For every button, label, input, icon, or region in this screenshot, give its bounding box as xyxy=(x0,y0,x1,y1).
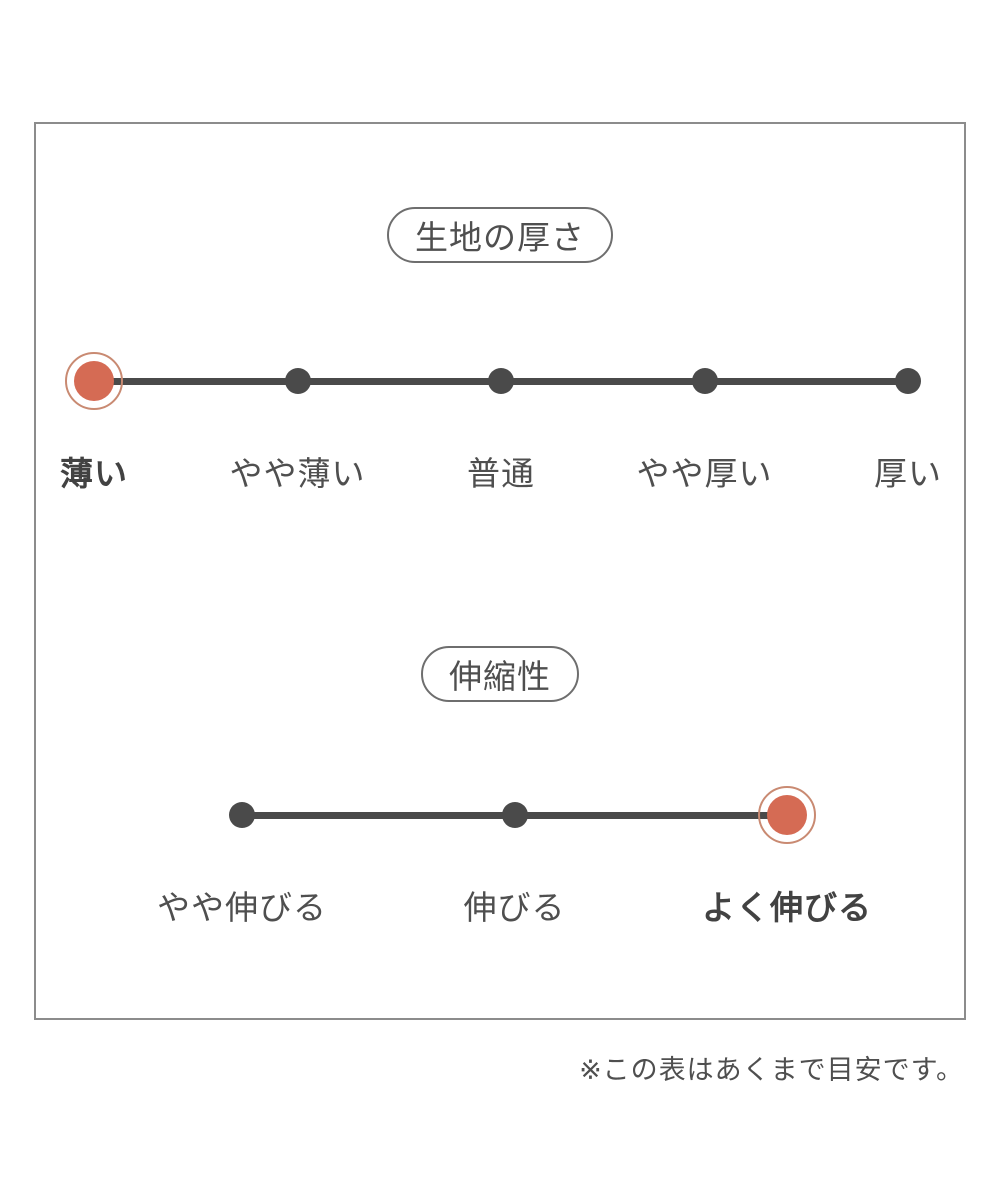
selected-level-ring xyxy=(758,786,816,844)
level-dot xyxy=(488,368,514,394)
level-label: 普通 xyxy=(467,454,535,493)
level-dot xyxy=(229,802,255,828)
level-label: やや厚い xyxy=(636,454,773,493)
level-label: よく伸びる xyxy=(702,888,872,927)
level-label: 薄い xyxy=(60,454,128,493)
level-label: 伸びる xyxy=(463,888,566,927)
thickness-title: 生地の厚さ xyxy=(415,218,585,257)
level-dot xyxy=(691,368,718,394)
stretch-scale: やや伸びる 伸びる よく伸びる xyxy=(157,783,871,927)
level-label: 厚い xyxy=(874,454,942,493)
stretch-title: 伸縮性 xyxy=(449,657,551,696)
spec-panel: 生地の厚さ 薄い やや薄い 普通 やや厚い 厚い 伸縮性 やや伸びる 伸びる よく伸びる xyxy=(34,122,966,1020)
level-dot xyxy=(895,368,921,394)
stretch-title-pill: 伸縮性 xyxy=(421,646,579,702)
level-dot xyxy=(501,802,528,828)
selected-level-dot xyxy=(74,361,114,401)
selected-level-ring xyxy=(65,352,123,410)
level-label: やや伸びる xyxy=(157,888,327,927)
footnote-disclaimer: ※この表はあくまで目安です。 xyxy=(579,1055,964,1086)
thickness-scale: 薄い やや薄い 普通 やや厚い 厚い xyxy=(60,349,941,493)
level-label: やや薄い xyxy=(229,454,366,493)
thickness-title-pill: 生地の厚さ xyxy=(387,207,613,263)
selected-level-dot xyxy=(767,795,807,835)
level-dot xyxy=(284,368,311,394)
